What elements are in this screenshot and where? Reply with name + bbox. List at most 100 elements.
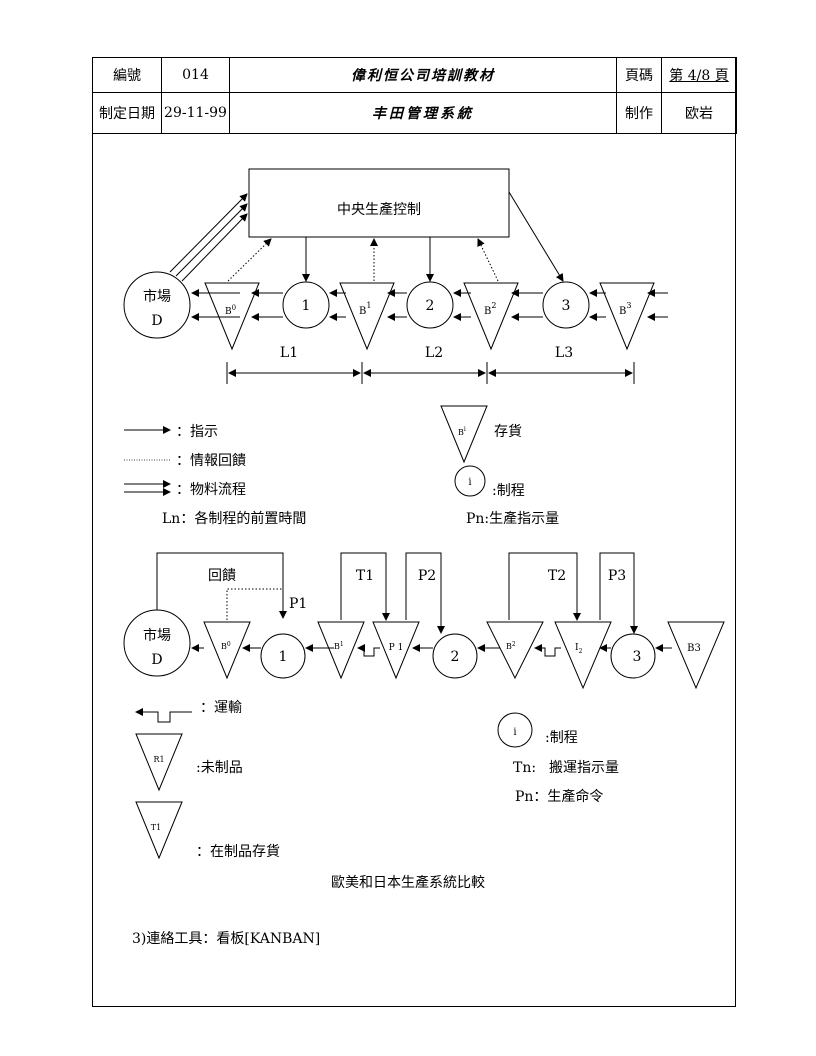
buffer2-b0 [203,621,251,680]
lead-time-dimension [226,362,635,384]
diagram-caption: 歐美和日本生產系統比較 [331,875,485,891]
legend2-pn-text: Pn：生產命令 [515,788,603,805]
market-to-central-arrow [181,213,248,282]
central-control-label: 中央生產控制 [337,201,421,218]
buffer-b1-label: B1 [359,301,371,317]
market-label: 市場 [143,288,171,305]
process-1-label: 1 [302,298,311,314]
buffer2-i2-label: I2 [575,643,583,655]
code-value: 014 [161,57,230,93]
process-3-label: 3 [562,298,571,314]
legend-feedback-text: ：情報回饋 [176,452,246,469]
legend-t1-triangle [135,801,183,860]
diagram2: 市場 D 回饋 P1 B0 B1 P 1 B2 I2 B3 1 2 3 T1 P… [123,552,725,690]
buffer2-i2 [554,621,612,690]
p2-loop-arrow [405,552,445,634]
buffer2-p1 [372,621,420,680]
legend-t1-label: T1 [151,823,161,832]
legend-r1-triangle [135,733,183,792]
market2-demand-label: D [151,652,162,668]
legend-inventory-text: 存貨 [494,423,522,440]
buffer-b2 [463,282,519,351]
process-3-circle [542,281,590,329]
buffer2-b1-label: B1 [334,641,344,651]
diagram1: 中央生產控制 市場 D B0 B1 B2 B3 1 2 3 [123,168,668,384]
buffer2-b1 [317,621,365,680]
buffer2-b0-label: B0 [221,641,231,651]
info-feedback-arrow [227,238,272,282]
market2-label: 市場 [143,627,171,644]
process-2-circle [406,281,454,329]
market-circle [123,271,191,339]
legend-instruction-text: ：指示 [176,424,218,440]
feedback-label: 回饋 [208,567,236,584]
feedback-dotted-line [226,588,282,620]
market-to-central-arrow [169,193,248,273]
legend2-process-circle [497,712,533,748]
process2-2-circle [432,633,478,679]
feedback-loop-arrow [156,552,287,619]
buffer2-p1-label: P 1 [389,643,404,653]
author-value: 欧岩 [661,92,737,134]
legend-unfinished-text: :未制品 [196,760,243,776]
legend-material-text: ：物料流程 [176,482,246,498]
legend-wip-text: ：在制品存貨 [196,843,280,860]
buffer2-b2 [486,621,544,680]
buffer-b0 [204,282,260,351]
legend-process-circle [454,465,486,497]
legend2-tn-label: Tn: [513,760,536,776]
page-label: 頁碼 [616,57,662,93]
t2-label: T2 [548,568,566,584]
legend2-process-circle-label: i [513,727,516,738]
legend-pn-text: Pn:生產指示量 [466,510,559,527]
legend1: ：指示 ：情報回饋 ：物料流程 Ln：各制程的前置時間 Bi 存貨 i :制程 … [124,405,559,527]
legend-inventory-triangle [440,405,488,464]
legend2-tn-text: 搬運指示量 [549,760,619,776]
lead-time-l1: L1 [280,345,298,361]
buffer-b1 [339,282,395,351]
central-control-box [248,168,510,238]
p3-label: P3 [608,568,626,584]
footer-note: 3)連絡工具：看板[KANBAN] [132,931,321,947]
buffer2-b2-label: B2 [506,641,516,651]
process2-1-label: 1 [279,649,288,665]
p3-loop-arrow [599,552,638,634]
buffer-b3-label: B3 [619,301,631,317]
buffer2-b3-label: B3 [687,643,701,654]
legend2-process-text: :制程 [545,730,578,746]
p2-label: P2 [418,568,436,584]
legend-transport-text: ：運輸 [200,700,242,716]
legend-r1-label: R1 [153,755,164,764]
legend-process-text: :制程 [492,483,525,499]
process-2-label: 2 [426,298,435,314]
instruction-arrow [508,191,564,282]
legend-transport-symbol [135,708,192,723]
legend-inventory-tri-label: Bi [458,426,466,437]
material-flow-arrows [191,289,668,321]
process-1-circle [282,281,330,329]
legend2: ：運輸 R1 :未制品 T1 ：在制品存貨 i :制程 Tn: 搬運指示量 Pn… [135,700,619,860]
market-demand-label: D [151,313,162,329]
t1-label: T1 [356,568,374,584]
p1-top-label: P1 [289,596,307,612]
lead-time-l3: L3 [555,345,573,361]
t2-loop-arrow [508,552,581,621]
title-line2: 丰田管理系統 [229,92,617,134]
process2-3-circle [610,633,656,679]
t1-loop-arrow [340,552,390,621]
legend-ln-text: Ln：各制程的前置時間 [162,510,306,527]
legend-process-circle-label: i [468,477,471,488]
process2-2-label: 2 [451,649,460,665]
buffer2-b3 [667,621,725,690]
date-label: 制定日期 [92,92,162,134]
lead-time-l2: L2 [425,345,443,361]
buffer-b3 [599,282,655,351]
process2-3-label: 3 [633,649,642,665]
author-label: 制作 [616,92,662,134]
header-table: 編號 014 偉利恒公司培訓教材 頁碼 第 4/8 頁 制定日期 29-11-9… [92,57,737,134]
process2-1-circle [260,633,306,679]
buffer-b2-label: B2 [484,301,496,317]
info-feedback-arrow [477,238,499,282]
material-flow-arrows-2 [191,644,672,657]
